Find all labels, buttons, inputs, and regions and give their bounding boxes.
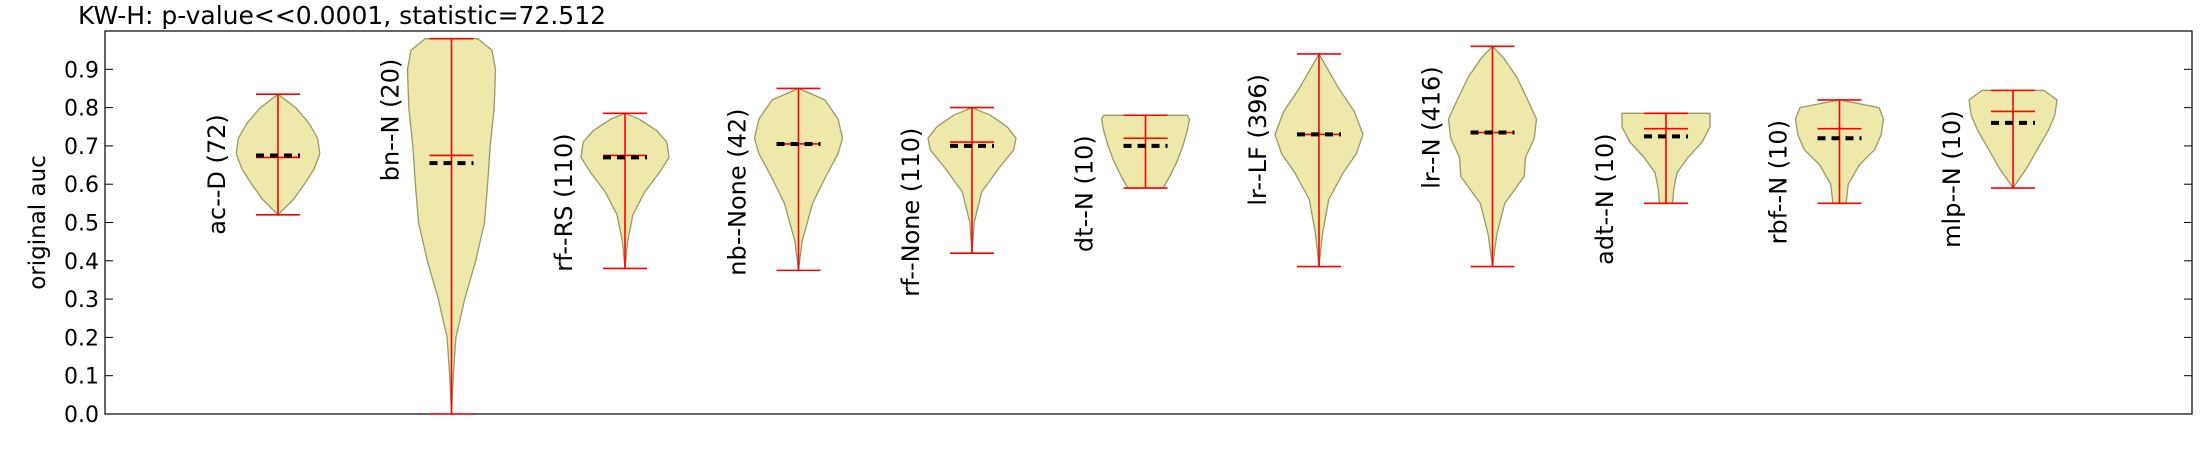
chart-title: KW-H: p-value<<0.0001, statistic=72.512 (78, 1, 606, 30)
violin-label: lr--N (416) (1418, 66, 1446, 188)
violin-group: mlp--N (10) (1938, 89, 2058, 248)
violin-group: rf--RS (110) (550, 112, 670, 272)
y-tick-label: 0.6 (64, 173, 99, 198)
violin-label: dt--N (10) (1071, 135, 1099, 252)
violin-group: bn--N (20) (377, 37, 497, 415)
violin-label: rbf--N (10) (1765, 120, 1793, 244)
violin-label: lr--LF (396) (1244, 74, 1272, 206)
violin-label: ac--D (72) (203, 114, 231, 235)
y-tick-label: 0.4 (64, 250, 99, 275)
violin-group: dt--N (10) (1071, 114, 1191, 252)
plot-area: 0.0 0.1 0.2 0.3 0.4 0.5 0.6 0.7 0.8 0.9 ac--D (72)… (64, 30, 2193, 428)
violin-group: adt--N (10) (1591, 112, 1711, 265)
violin-group: nb--None (42) (724, 87, 844, 276)
violin-label: rf--RS (110) (550, 133, 578, 271)
y-tick-label: 0.3 (64, 288, 99, 313)
violin-group: lr--LF (396) (1244, 53, 1364, 268)
y-tick-label: 0.9 (64, 58, 99, 83)
y-tick-label: 0.1 (64, 365, 99, 390)
violin-label: adt--N (10) (1591, 133, 1619, 265)
y-tick-label: 0.7 (64, 135, 99, 160)
violin-label: bn--N (20) (377, 59, 405, 182)
violin-label: mlp--N (10) (1938, 110, 1966, 247)
violin-group: rf--None (110) (897, 106, 1017, 297)
y-tick-label: 0.5 (64, 212, 99, 237)
violin-group: rbf--N (10) (1765, 99, 1885, 244)
y-tick-label: 0.2 (64, 326, 99, 351)
violin-label: rf--None (110) (897, 128, 925, 297)
violin-group: lr--N (416) (1418, 45, 1538, 268)
y-tick-label: 0.8 (64, 97, 99, 122)
violin-label: nb--None (42) (724, 108, 752, 275)
y-tick-label: 0.0 (64, 403, 99, 428)
violin-group: ac--D (72) (203, 93, 321, 235)
y-axis-label: original auc (25, 155, 51, 290)
